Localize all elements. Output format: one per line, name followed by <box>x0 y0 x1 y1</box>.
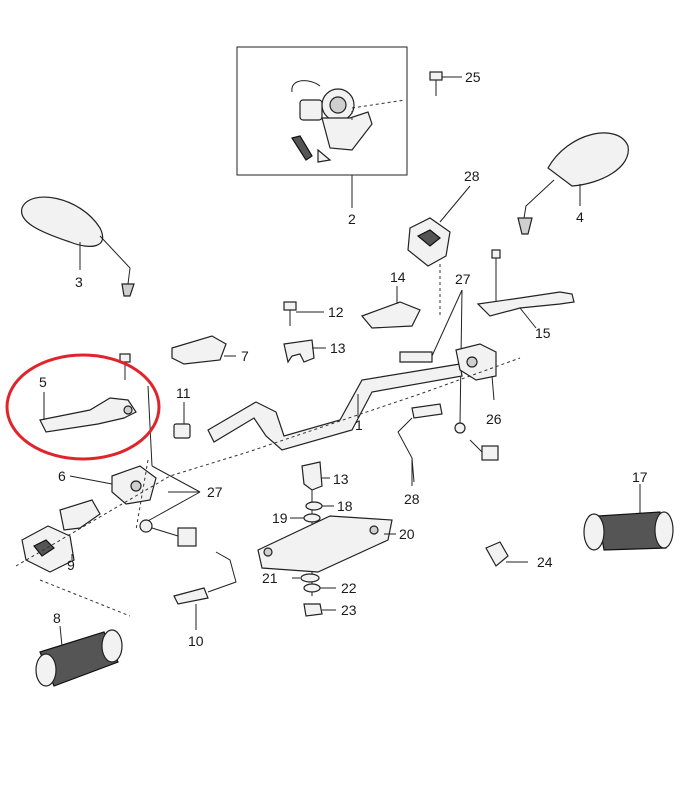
label-22: 22 <box>341 580 357 596</box>
label-23: 23 <box>341 602 357 618</box>
label-18: 18 <box>337 498 353 514</box>
label-4: 4 <box>576 209 584 225</box>
part-17-right-grip <box>583 484 674 551</box>
label-24: 24 <box>537 554 553 570</box>
label-26: 26 <box>486 411 502 427</box>
label-9: 9 <box>67 557 75 573</box>
part-2-ignition-switch <box>236 46 408 176</box>
part-27-left-leaders <box>145 465 201 523</box>
part-11-adjuster <box>173 402 191 439</box>
part-9-switch-housing <box>21 499 101 573</box>
part-19-washer <box>290 513 321 523</box>
part-21-washer <box>292 573 320 583</box>
label-13-lower: 13 <box>333 471 349 487</box>
part-23-nut <box>303 603 336 617</box>
label-2: 2 <box>348 211 356 227</box>
part-25-screw <box>429 71 462 96</box>
label-7: 7 <box>241 348 249 364</box>
label-1: 1 <box>355 417 363 433</box>
label-17: 17 <box>632 469 648 485</box>
label-21: 21 <box>262 570 278 586</box>
label-6: 6 <box>58 468 66 484</box>
label-19: 19 <box>272 510 288 526</box>
label-28-bottom: 28 <box>404 491 420 507</box>
part-22-washer <box>303 583 336 593</box>
label-27-left: 27 <box>207 484 223 500</box>
part-28-switch-block <box>407 185 471 318</box>
part-6-lever-bracket <box>69 465 157 505</box>
part-26-master-cylinder <box>399 343 497 401</box>
label-11: 11 <box>176 385 191 401</box>
label-10: 10 <box>188 633 204 649</box>
part-13-clamp-upper <box>283 339 326 364</box>
part-7-bar-end-weight <box>171 335 236 365</box>
label-15: 15 <box>535 325 551 341</box>
part-4-right-mirror <box>517 132 629 235</box>
label-3: 3 <box>75 274 83 290</box>
part-8-left-grip <box>35 625 123 687</box>
part-28-brake-hose <box>397 403 443 486</box>
part-24-clip <box>485 541 528 567</box>
highlight-circle <box>5 353 161 461</box>
part-3-left-mirror <box>21 196 135 297</box>
part-10-clutch-cable <box>173 551 237 630</box>
part-20-plate <box>257 515 396 573</box>
label-8: 8 <box>53 610 61 626</box>
part-bolt-right <box>454 422 499 461</box>
part-bolt-bracket <box>139 519 197 547</box>
label-14: 14 <box>390 269 406 285</box>
label-27-right: 27 <box>455 271 471 287</box>
part-18-washer <box>305 501 334 511</box>
label-25: 25 <box>465 69 481 85</box>
label-28-top: 28 <box>464 168 480 184</box>
part-14-grip-cover <box>360 286 421 329</box>
label-12: 12 <box>328 304 344 320</box>
label-20: 20 <box>399 526 415 542</box>
label-5: 5 <box>39 374 47 390</box>
part-12-screw <box>283 301 324 326</box>
part-5-clutch-lever <box>39 392 137 433</box>
part-1-handlebar <box>207 363 463 451</box>
part-15-front-brake-lever <box>476 291 575 329</box>
label-13-upper: 13 <box>330 340 346 356</box>
